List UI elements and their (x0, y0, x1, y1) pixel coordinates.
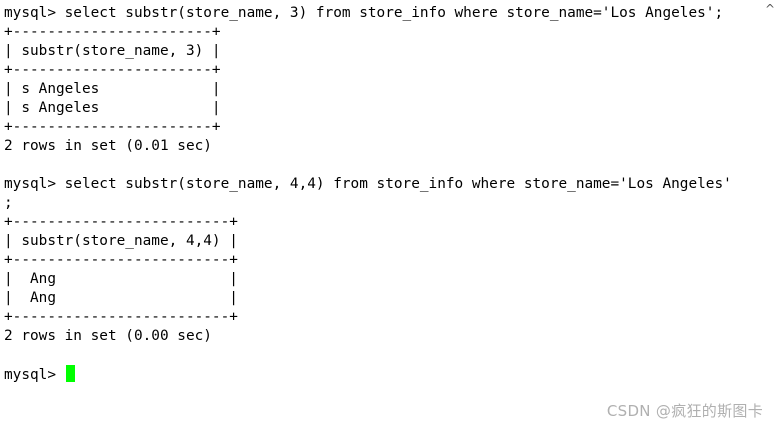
terminal-line: | s Angeles | (4, 100, 221, 116)
terminal-line: 2 rows in set (0.01 sec) (4, 138, 212, 154)
terminal-line: +-----------------------+ (4, 24, 221, 40)
terminal-line: | substr(store_name, 4,4) | (4, 233, 238, 249)
terminal-line: ; (4, 195, 13, 211)
terminal-line: | substr(store_name, 3) | (4, 43, 221, 59)
terminal-line: | s Angeles | (4, 81, 221, 97)
terminal-line: +-------------------------+ (4, 252, 238, 268)
terminal-line: +-------------------------+ (4, 309, 238, 325)
prompt-line[interactable]: mysql> (4, 365, 75, 385)
terminal-line: 2 rows in set (0.00 sec) (4, 328, 212, 344)
prompt-text: mysql> (4, 367, 65, 383)
terminal-line: | Ang | (4, 290, 238, 306)
terminal-line: mysql> select substr(store_name, 3) from… (4, 5, 724, 21)
terminal-line: +-------------------------+ (4, 214, 238, 230)
terminal-line: +-----------------------+ (4, 119, 221, 135)
terminal-line: | Ang | (4, 271, 238, 287)
scroll-up-icon[interactable]: ^ (765, 2, 776, 16)
watermark: CSDN @疯狂的斯图卡 (606, 402, 763, 420)
terminal-line: mysql> select substr(store_name, 4,4) fr… (4, 176, 732, 192)
terminal-line: +-----------------------+ (4, 62, 221, 78)
text-cursor (65, 365, 75, 382)
